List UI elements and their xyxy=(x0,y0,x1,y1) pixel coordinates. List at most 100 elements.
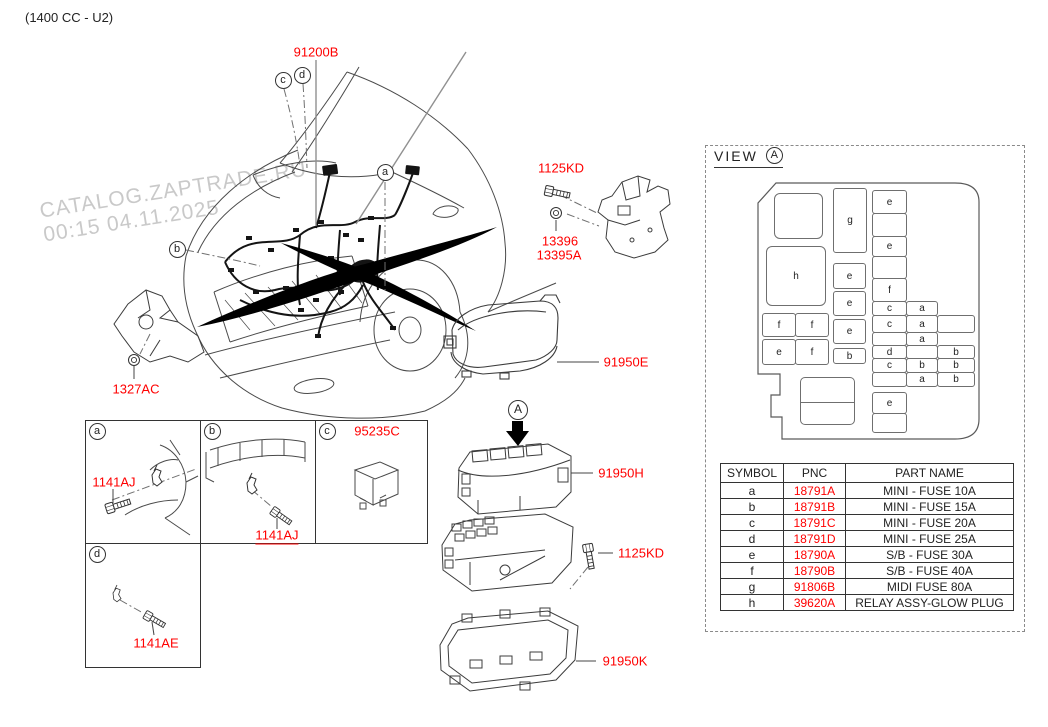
fuse-slot-blank xyxy=(872,213,907,237)
detail-cell-d xyxy=(85,543,201,668)
fuse-cell: f xyxy=(872,278,907,302)
part-label-91950K[interactable]: 91950K xyxy=(602,653,648,669)
part-label-1141AE[interactable]: 1141AE xyxy=(133,635,179,651)
fuse-cell: e xyxy=(762,339,796,365)
part-name-cell: MINI - FUSE 25A xyxy=(845,530,1014,547)
fuse-cell: b xyxy=(937,345,975,359)
col-header-symbol: SYMBOL xyxy=(720,463,784,483)
fuse-cell: e xyxy=(872,190,907,214)
part-label-95235C[interactable]: 95235C xyxy=(354,423,400,439)
col-header-pnc: PNC xyxy=(783,463,846,483)
table-header-row: SYMBOL PNC PART NAME xyxy=(720,463,1014,483)
fuse-cell: e xyxy=(872,236,907,257)
symbol-cell: g xyxy=(720,578,784,595)
fuse-slot-blank xyxy=(800,402,855,425)
detail-cell-c xyxy=(315,420,428,544)
callout-assembly-a: A xyxy=(508,400,528,420)
callout-c: c xyxy=(274,71,292,89)
part-label-1141AJ-a[interactable]: 1141AJ xyxy=(92,474,136,490)
pnc-cell[interactable]: 39620A xyxy=(783,594,846,611)
fuse-symbol-table: SYMBOL PNC PART NAME a 18791A MINI - FUS… xyxy=(720,463,1014,611)
view-label: VIEW xyxy=(714,147,758,164)
part-label-13395A[interactable]: 13395A xyxy=(536,247,582,263)
fuse-cell: e xyxy=(833,291,866,316)
fuse-slot-blank xyxy=(872,332,907,346)
fuse-cell: a xyxy=(906,332,938,346)
fuse-cell: a xyxy=(906,315,938,333)
fuse-cell: d xyxy=(872,345,907,359)
fuse-slot-blank xyxy=(872,413,907,433)
view-a-circle: A xyxy=(765,147,783,164)
view-a-panel xyxy=(705,145,1025,632)
view-a-header: VIEW A xyxy=(714,147,783,168)
table-row: d 18791D MINI - FUSE 25A xyxy=(720,530,1014,547)
fuse-cell: f xyxy=(795,313,829,337)
table-row: f 18790B S/B - FUSE 40A xyxy=(720,562,1014,579)
cell-marker-b: b xyxy=(203,422,221,440)
fuse-cell: b xyxy=(937,358,975,373)
cell-marker-d: d xyxy=(88,545,106,563)
part-name-cell: MINI - FUSE 10A xyxy=(845,482,1014,499)
pnc-cell[interactable]: 18790B xyxy=(783,562,846,579)
cell-marker-a: a xyxy=(88,422,106,440)
fuse-cell: c xyxy=(872,301,907,316)
fuse-cell: e xyxy=(833,319,866,344)
cell-marker-c: c xyxy=(318,422,336,440)
part-label-1125KD-bottom[interactable]: 1125KD xyxy=(617,545,665,561)
fuse-cell: g xyxy=(833,188,867,253)
callout-b: b xyxy=(168,240,186,258)
part-label-1327AC[interactable]: 1327AC xyxy=(112,381,160,397)
symbol-cell: h xyxy=(720,594,784,611)
fuse-slot-blank xyxy=(872,256,907,279)
detail-cell-b xyxy=(200,420,316,544)
pnc-cell[interactable]: 18791A xyxy=(783,482,846,499)
part-label-1125KD-top[interactable]: 1125KD xyxy=(537,160,585,176)
pnc-cell[interactable]: 18791C xyxy=(783,514,846,531)
watermark: CATALOG.ZAPTRADE.RU 00:15 04.11.2025 xyxy=(38,158,312,248)
symbol-cell: d xyxy=(720,530,784,547)
part-label-91200B[interactable]: 91200B xyxy=(293,44,339,60)
table-row: c 18791C MINI - FUSE 20A xyxy=(720,514,1014,531)
table-row: h 39620A RELAY ASSY-GLOW PLUG xyxy=(720,594,1014,611)
fuse-cell: e xyxy=(872,392,907,414)
part-label-13396[interactable]: 13396 xyxy=(541,233,579,249)
fuse-cell: b xyxy=(937,372,975,387)
fuse-slot-blank xyxy=(774,193,823,239)
table-row: e 18790A S/B - FUSE 30A xyxy=(720,546,1014,563)
fuse-cell: b xyxy=(906,358,938,373)
symbol-cell: f xyxy=(720,562,784,579)
part-label-91950E[interactable]: 91950E xyxy=(603,354,649,370)
fuse-slot-blank xyxy=(872,372,907,387)
part-name-cell: MIDI FUSE 80A xyxy=(845,578,1014,595)
pnc-cell[interactable]: 18790A xyxy=(783,546,846,563)
fuse-cell: f xyxy=(795,339,829,365)
fuse-cell: f xyxy=(762,313,796,337)
fuse-slot-blank xyxy=(906,345,938,359)
symbol-cell: b xyxy=(720,498,784,515)
table-row: g 91806B MIDI FUSE 80A xyxy=(720,578,1014,595)
part-name-cell: S/B - FUSE 40A xyxy=(845,562,1014,579)
fuse-cell: h xyxy=(766,246,826,306)
callout-d: d xyxy=(293,66,311,84)
pnc-cell[interactable]: 18791D xyxy=(783,530,846,547)
fuse-cell: a xyxy=(906,301,938,316)
fuse-cell: c xyxy=(872,358,907,373)
part-name-cell: MINI - FUSE 15A xyxy=(845,498,1014,515)
table-row: a 18791A MINI - FUSE 10A xyxy=(720,482,1014,499)
fuse-slot-blank xyxy=(800,377,855,403)
part-label-1141AJ-b[interactable]: 1141AJ xyxy=(255,527,299,545)
part-name-cell: RELAY ASSY-GLOW PLUG xyxy=(845,594,1014,611)
fuse-slot-blank xyxy=(937,315,975,333)
pnc-cell[interactable]: 18791B xyxy=(783,498,846,515)
symbol-cell: c xyxy=(720,514,784,531)
fuse-cell: a xyxy=(906,372,938,387)
table-row: b 18791B MINI - FUSE 15A xyxy=(720,498,1014,515)
part-name-cell: S/B - FUSE 30A xyxy=(845,546,1014,563)
col-header-part-name: PART NAME xyxy=(845,463,1014,483)
callout-a: a xyxy=(376,163,394,181)
pnc-cell[interactable]: 91806B xyxy=(783,578,846,595)
symbol-cell: e xyxy=(720,546,784,563)
part-label-91950H[interactable]: 91950H xyxy=(598,465,644,481)
fuse-cell: b xyxy=(833,348,866,364)
